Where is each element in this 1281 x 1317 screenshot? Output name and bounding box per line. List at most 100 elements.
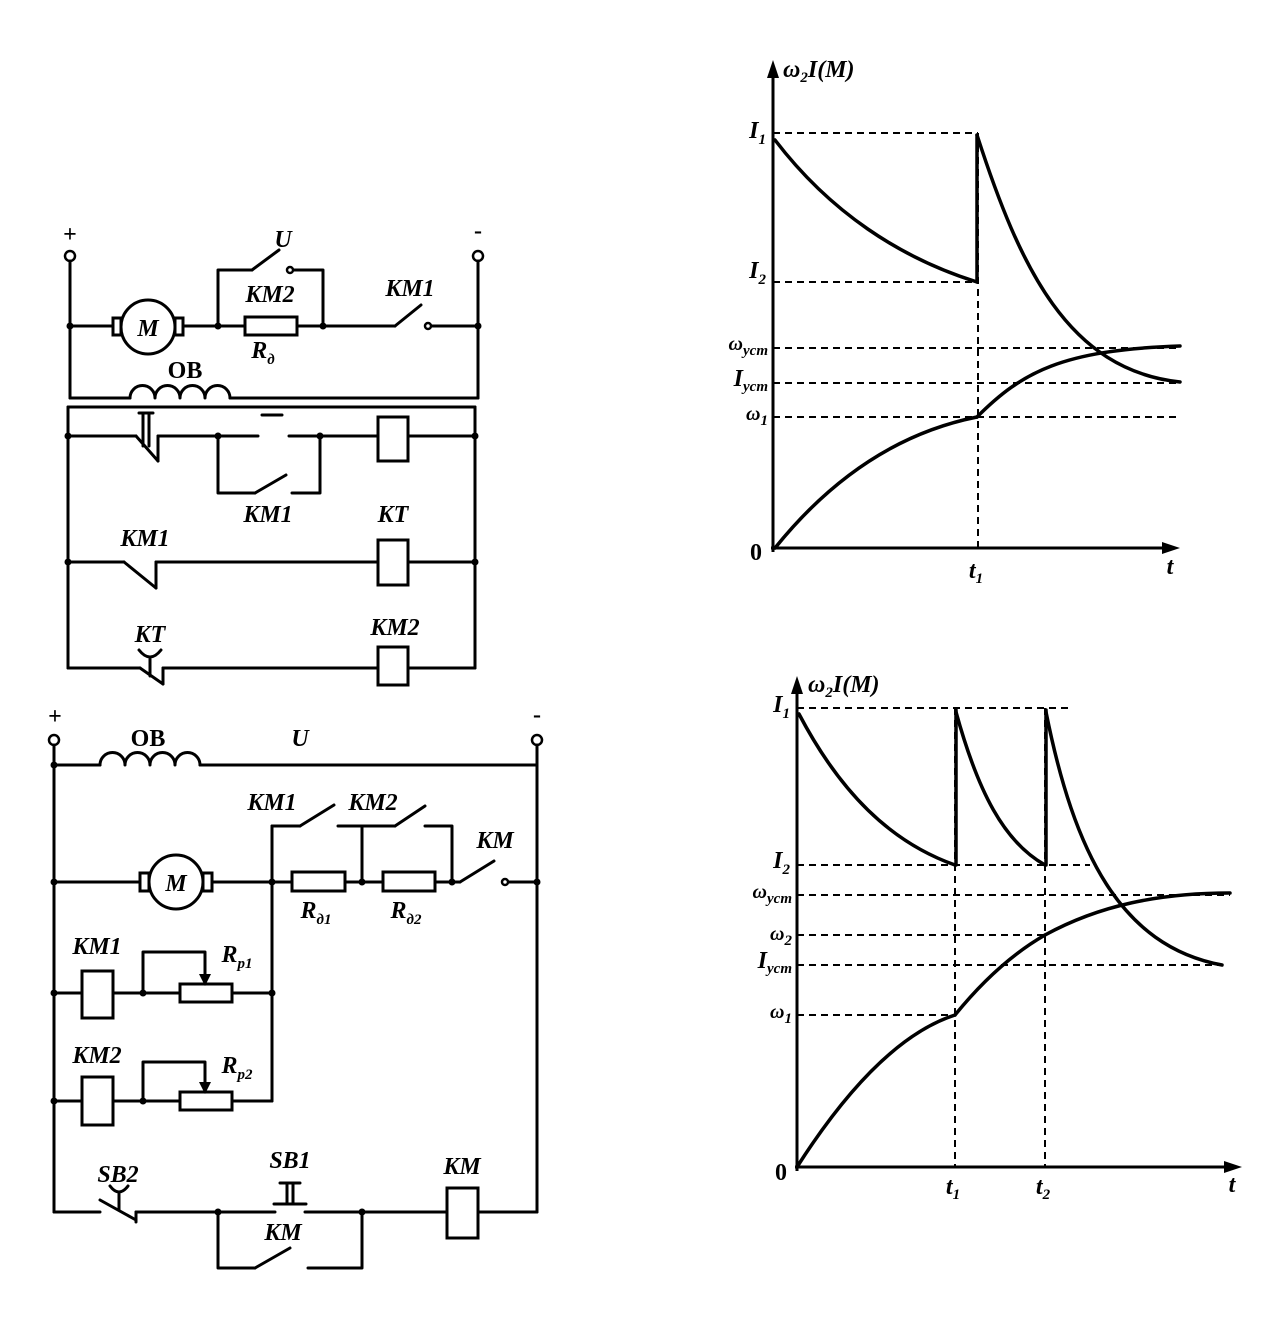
km1-nc-contact-blade [122, 560, 158, 590]
current-curve-stage-2 [954, 710, 1047, 867]
km1-nc-contact-label: KM1 [119, 526, 169, 552]
label-main: R [300, 898, 317, 924]
u-contact-blade [250, 248, 281, 272]
km-fixed-contact [500, 877, 510, 887]
label-main: R [390, 898, 407, 924]
current-curve-stage-1 [773, 138, 979, 284]
label-main: I [772, 692, 784, 718]
w-ust-label: ωуст [753, 881, 792, 907]
junction [316, 432, 324, 440]
current-curve-stage-1 [797, 712, 957, 867]
bottom-graph: ω2I(M) I1 I2 ωуст ω2 Iуст ω1 0 t1 t2 t [753, 672, 1242, 1203]
t1-label: t1 [969, 558, 983, 587]
label-subscript: 2 [799, 70, 808, 86]
origin-label: 0 [750, 540, 762, 566]
label-subscript: 2 [1042, 1187, 1051, 1203]
holding-contact-wire [290, 434, 322, 495]
label-subscript: 1 [783, 706, 791, 722]
negative-terminal-label: - [533, 702, 541, 728]
km1-contact-blade [298, 803, 336, 828]
km-coil [445, 1186, 480, 1240]
origin-label: 0 [775, 1160, 787, 1186]
label-main: ω [746, 403, 760, 425]
rheostat-rp2 [178, 1090, 234, 1112]
label-main: I [748, 118, 760, 144]
km1-contact-label: KM1 [384, 276, 434, 302]
armature-resistor-label: Rд [250, 338, 275, 368]
label-subscript: 2 [784, 933, 793, 949]
label-subscript: д1 [317, 912, 332, 928]
junction [358, 878, 366, 886]
bypass-wire [216, 268, 254, 328]
km2-coil [80, 1075, 115, 1127]
i2-label: I2 [748, 258, 766, 288]
bottom-circuit: + - [47, 702, 544, 1270]
y-axis-label: ω2I(M) [808, 672, 880, 701]
motor-label: M [136, 316, 160, 342]
label-subscript: уст [765, 891, 792, 907]
sb1-label: SB1 [269, 1148, 310, 1174]
positive-terminal-label: + [48, 704, 62, 730]
label-main: t [946, 1174, 954, 1200]
junction [214, 1208, 222, 1216]
km2-coil-label: KM2 [369, 615, 419, 641]
label-main: ω [753, 881, 767, 903]
field-winding-label: ОВ [168, 358, 203, 384]
junction [64, 432, 72, 440]
resistor-rd2 [381, 870, 437, 893]
w1-label: ω1 [746, 403, 768, 429]
km-holding-contact-label: KM [263, 1220, 303, 1246]
label-main: I [757, 948, 769, 974]
y-axis-arrow [791, 676, 803, 694]
i1-label: I1 [772, 692, 790, 722]
rheostat-1-arrow [199, 974, 211, 986]
label-main: ω [808, 672, 825, 698]
holding-contact-wire [306, 1210, 364, 1270]
label-main: R [220, 1053, 237, 1079]
w-ust-label: ωуст [729, 333, 768, 359]
rheostat-rp1-label: Rр1 [220, 942, 252, 972]
x-axis-arrow [1162, 542, 1180, 554]
km1-coil [376, 415, 410, 463]
junction [471, 558, 479, 566]
field-winding-label: ОВ [131, 726, 166, 752]
rheostat-2-slider [141, 1060, 207, 1103]
rheostat-rp2-label: Rр2 [220, 1053, 253, 1083]
label-subscript: 2 [758, 272, 767, 288]
field-winding-coil [128, 384, 232, 400]
label-rest: I(M) [832, 672, 880, 698]
junction [139, 1097, 147, 1105]
junction [268, 878, 276, 886]
starting-resistor [243, 315, 299, 337]
bypass-wire [291, 268, 325, 328]
speed-curve-stage-1 [773, 415, 979, 550]
junction [474, 322, 482, 330]
km-coil-label: KM [442, 1154, 482, 1180]
km1-coil-label: KM1 [71, 934, 121, 960]
x-axis-label: t [1229, 1172, 1237, 1198]
holding-contact-wire [216, 434, 257, 495]
label-subscript: 2 [782, 862, 791, 878]
km-holding-contact-blade [253, 1246, 292, 1270]
x-axis-label: t [1167, 554, 1175, 580]
top-circuit: + - U KM2 KM1 M Rд [63, 218, 485, 687]
current-curve-stage-2 [975, 133, 1182, 384]
label-main: I [748, 258, 760, 284]
junction [64, 558, 72, 566]
t2-label: t2 [1036, 1174, 1051, 1203]
motor-label: M [164, 871, 188, 897]
bottom-wiring [52, 743, 539, 1270]
speed-curve-stage-1 [795, 1013, 957, 1169]
speed-curve-stage-2 [975, 344, 1182, 419]
u-fixed-contact [285, 265, 295, 275]
label-subscript: уст [765, 961, 792, 977]
junction [471, 432, 479, 440]
y-axis-arrow [767, 60, 779, 78]
junction [448, 878, 456, 886]
junction [50, 1097, 58, 1105]
resistor-rd1 [290, 870, 347, 893]
label-main: t [1036, 1174, 1044, 1200]
positive-terminal-label: + [63, 222, 77, 248]
label-subscript: уст [741, 379, 768, 395]
